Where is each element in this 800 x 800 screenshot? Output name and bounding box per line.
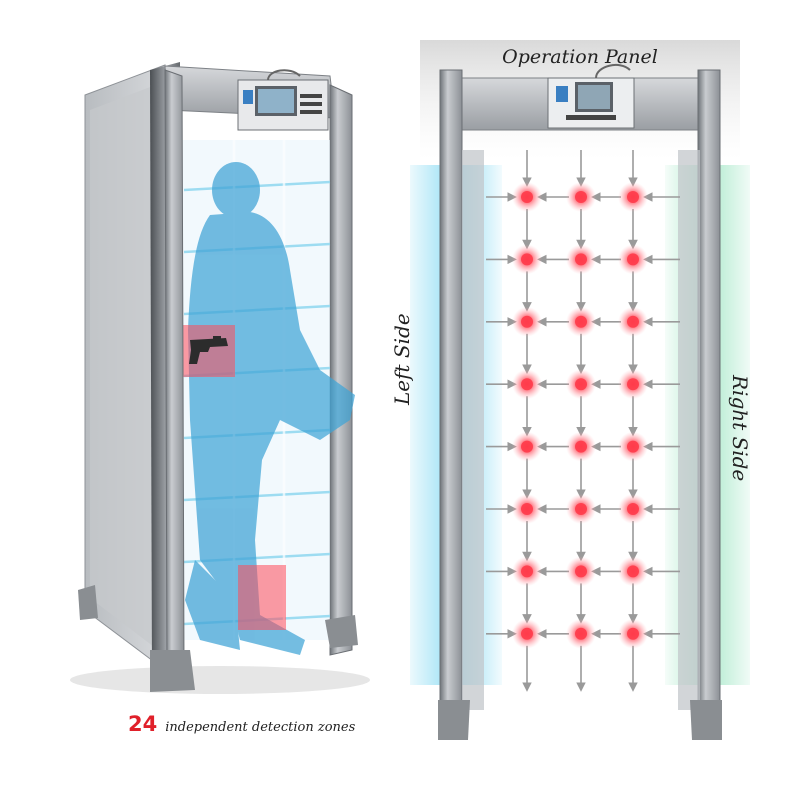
right-operation-box: [547, 63, 635, 129]
right-side-label: Right Side: [728, 375, 752, 482]
right-detector-schematic: [410, 40, 750, 740]
detection-zone-core: [627, 378, 639, 391]
walking-person-silhouette: [185, 162, 355, 655]
detection-zone-core: [627, 253, 639, 266]
detection-zone-core: [575, 191, 587, 203]
detection-zone-core: [521, 378, 533, 391]
detection-zone-core: [575, 627, 587, 640]
pistol-icon: [189, 336, 228, 364]
detection-zone-core: [575, 378, 587, 391]
detection-zone-core: [627, 627, 639, 640]
detection-zone-core: [575, 440, 587, 453]
detection-zone-core: [575, 315, 587, 328]
detection-zone-core: [627, 503, 639, 515]
detection-zone-core: [627, 440, 639, 453]
detection-zone-core: [627, 565, 639, 578]
detection-zone-core: [521, 565, 533, 578]
zones-caption: 24 independent detection zones: [128, 712, 355, 742]
left-side-label: Left Side: [390, 313, 414, 405]
detection-zone-core: [627, 191, 639, 203]
detection-zone-core: [521, 315, 533, 328]
left-operation-box: [237, 69, 329, 131]
detection-zone-core: [521, 191, 533, 203]
weapon-detected-zone: [183, 325, 235, 377]
detection-zone-core: [575, 253, 587, 266]
foot-detection-zone: [238, 565, 286, 630]
detection-zone-core: [575, 503, 587, 515]
detection-zone-core: [521, 440, 533, 453]
zone-count: 24: [128, 712, 158, 736]
left-detector-illustration: [70, 62, 370, 694]
detection-zone-core: [521, 253, 533, 266]
detection-zone-core: [627, 315, 639, 328]
operation-panel-label: Operation Panel: [502, 46, 658, 68]
detection-zone-core: [521, 503, 533, 515]
detection-zone-core: [521, 627, 533, 640]
zone-caption-text: independent detection zones: [165, 720, 356, 735]
detection-zone-core: [575, 565, 587, 578]
